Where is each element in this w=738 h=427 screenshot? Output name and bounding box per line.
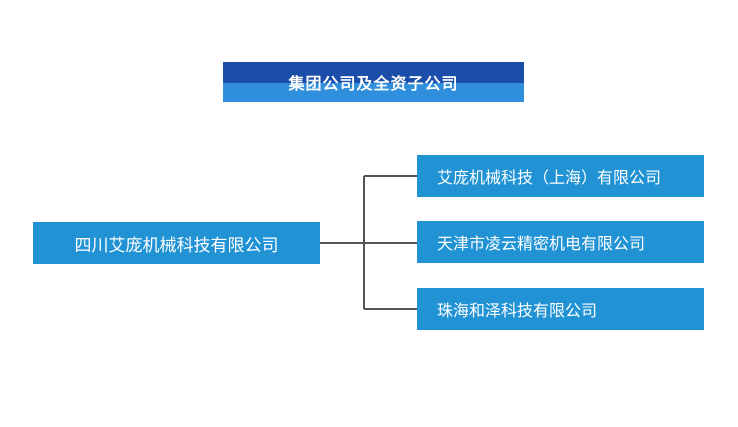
parent-company-name: 四川艾庞机械科技有限公司 (74, 235, 279, 256)
subsidiary-node-1: 艾庞机械科技（上海）有限公司 (417, 155, 704, 197)
section-title-banner: 集团公司及全资子公司 (223, 62, 524, 102)
subsidiary-name-2: 天津市凌云精密机电有限公司 (437, 234, 646, 253)
subsidiary-node-3: 珠海和泽科技有限公司 (417, 288, 704, 330)
subsidiary-name-1: 艾庞机械科技（上海）有限公司 (437, 168, 662, 187)
subsidiary-node-2: 天津市凌云精密机电有限公司 (417, 221, 704, 263)
subsidiary-name-3: 珠海和泽科技有限公司 (437, 301, 598, 320)
parent-company-node: 四川艾庞机械科技有限公司 (33, 222, 320, 264)
section-title: 集团公司及全资子公司 (288, 74, 459, 93)
